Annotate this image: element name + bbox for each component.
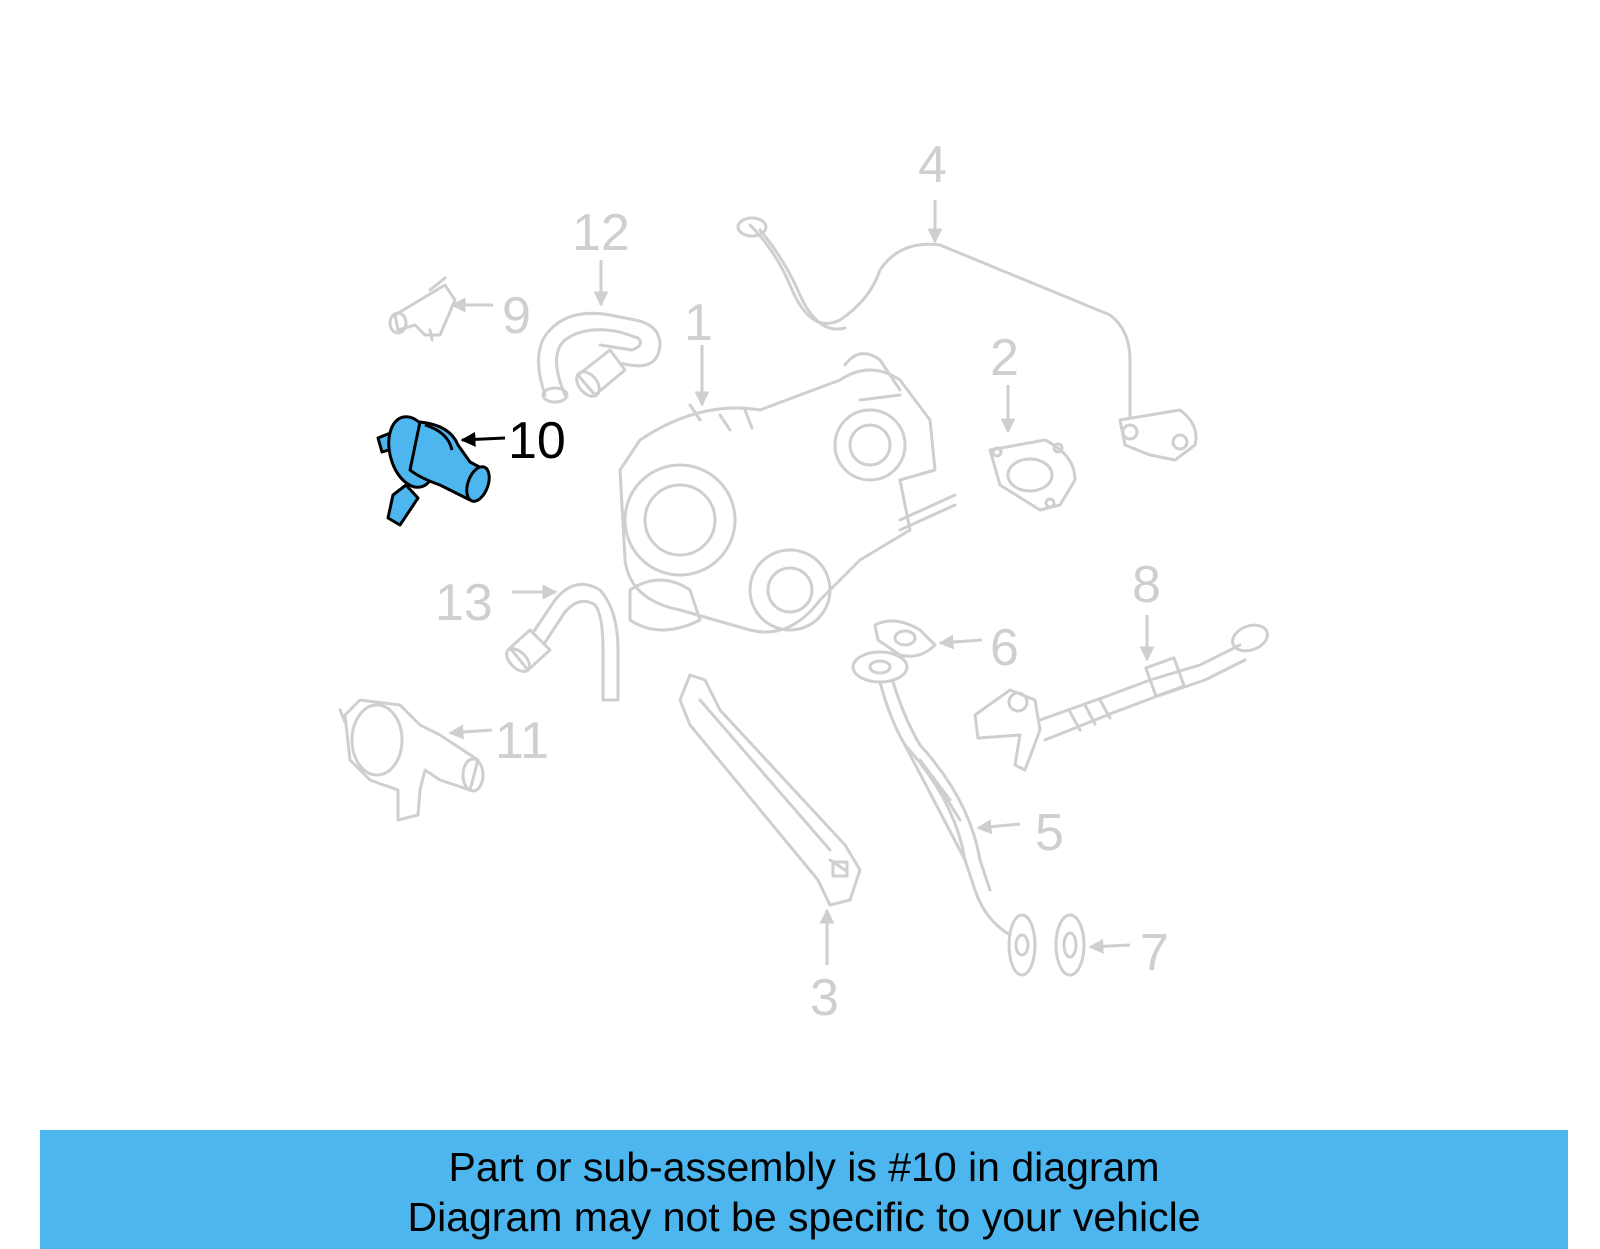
callout-11[interactable]: 11 xyxy=(495,712,549,770)
callout-3[interactable]: 3 xyxy=(810,969,839,1027)
valve-part-10-highlighted[interactable] xyxy=(376,412,494,527)
callout-12[interactable]: 12 xyxy=(572,204,630,262)
callout-4[interactable]: 4 xyxy=(918,136,947,194)
callout-13[interactable]: 13 xyxy=(435,574,493,632)
callout-8[interactable]: 8 xyxy=(1132,556,1161,614)
hose-part-12[interactable] xyxy=(537,311,662,404)
banner-disclaimer: Diagram may not be specific to your vehi… xyxy=(407,1194,1201,1240)
callout-7[interactable]: 7 xyxy=(1140,924,1169,982)
callout-9[interactable]: 9 xyxy=(502,287,531,345)
callout-6[interactable]: 6 xyxy=(990,619,1019,677)
gasket-part-7[interactable] xyxy=(1054,913,1086,977)
gasket-part-2[interactable] xyxy=(988,438,1077,512)
sensor-part-9[interactable] xyxy=(388,276,457,342)
callout-2[interactable]: 2 xyxy=(990,329,1019,387)
coolant-line-part-8[interactable] xyxy=(973,621,1271,772)
valve-part-11[interactable] xyxy=(338,698,485,822)
banner-part-note: Part or sub-assembly is #10 in diagram xyxy=(448,1144,1160,1190)
bracket-part-3[interactable] xyxy=(678,673,862,907)
info-banner: Part or sub-assembly is #10 in diagram D… xyxy=(40,1130,1568,1249)
callout-10[interactable]: 10 xyxy=(508,412,566,470)
hose-part-13[interactable] xyxy=(502,582,620,702)
turbocharger-part-1[interactable] xyxy=(618,352,957,634)
callout-1[interactable]: 1 xyxy=(684,294,713,352)
callout-5[interactable]: 5 xyxy=(1035,804,1064,862)
gasket-part-6[interactable] xyxy=(873,619,937,658)
oil-return-line-part-5[interactable] xyxy=(851,650,1037,977)
oil-feed-line-part-4[interactable] xyxy=(736,216,1198,462)
